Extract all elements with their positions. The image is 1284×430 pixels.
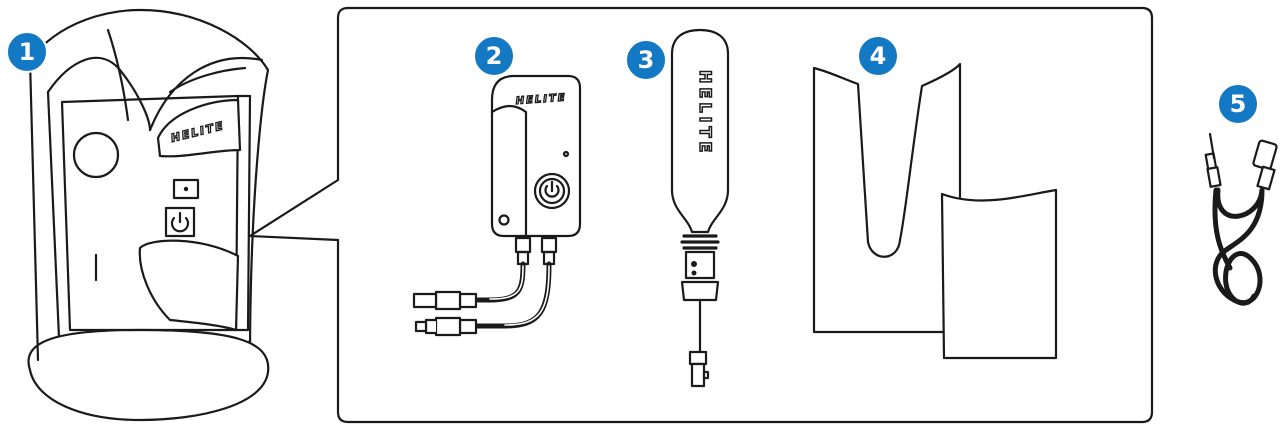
airbag-vest: HELITE xyxy=(27,8,270,422)
gas-cartridge: HELITE xyxy=(670,28,730,388)
cartridge-logo: HELITE xyxy=(696,70,715,156)
badge-number: 4 xyxy=(870,42,887,70)
badge-5: 5 xyxy=(1217,83,1259,125)
callout-frame xyxy=(248,6,1154,424)
badge-number: 3 xyxy=(638,46,655,74)
control-unit: HELITE xyxy=(412,74,582,337)
badge-number: 1 xyxy=(19,38,36,66)
power-icon xyxy=(170,211,190,233)
jack-plug-icon xyxy=(1206,132,1222,188)
badge-3: 3 xyxy=(625,39,667,81)
power-icon xyxy=(544,180,560,198)
control-unit-logo: HELITE xyxy=(515,92,567,107)
badge-2: 2 xyxy=(473,35,515,77)
badge-1: 1 xyxy=(6,31,48,73)
badge-4: 4 xyxy=(857,35,899,77)
storage-pouches xyxy=(812,62,1058,360)
badge-number: 2 xyxy=(486,42,503,70)
badge-number: 5 xyxy=(1230,90,1247,118)
usb-cable-icon xyxy=(1204,132,1278,306)
